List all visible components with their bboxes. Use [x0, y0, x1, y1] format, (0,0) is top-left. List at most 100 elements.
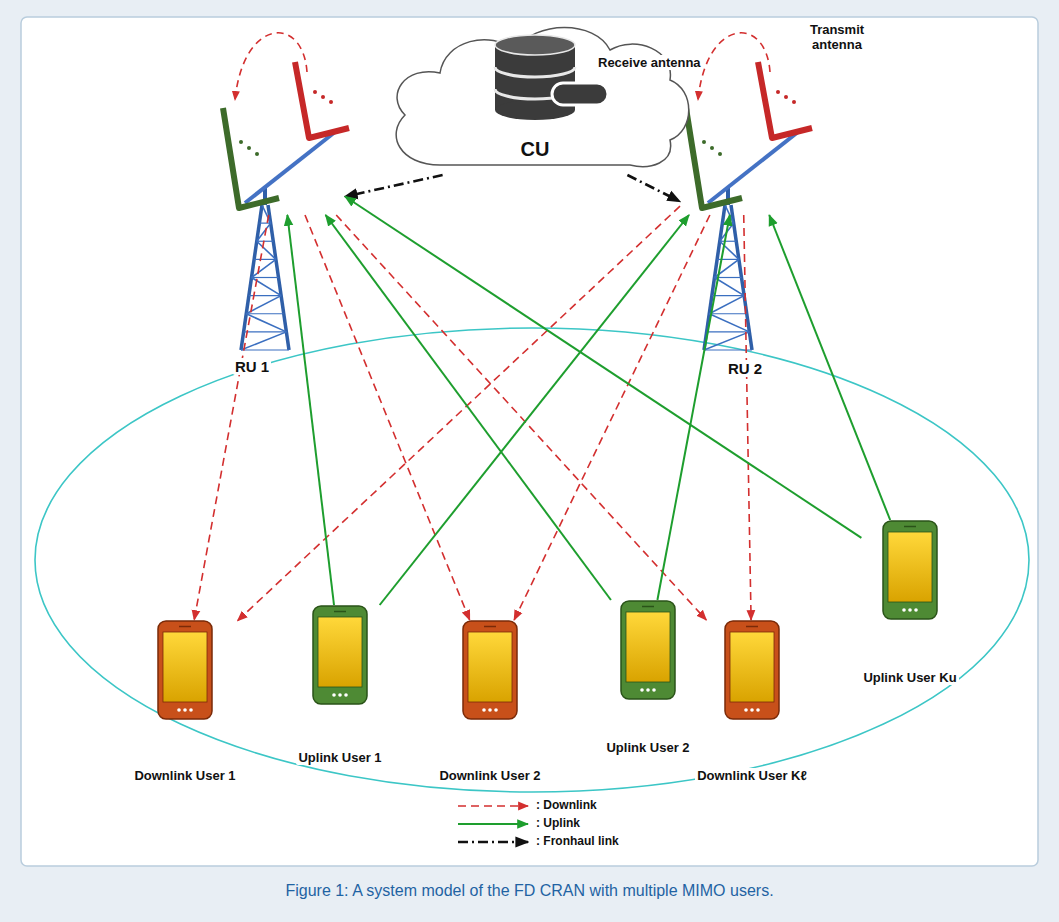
tower-brace	[254, 259, 276, 260]
tower-brace	[712, 295, 744, 296]
tower-brace	[246, 313, 284, 314]
phone-body	[463, 621, 517, 719]
cloud-outline	[396, 28, 689, 167]
phone-icon	[462, 620, 518, 720]
phone-speaker	[484, 626, 496, 628]
legend-text: : Fronhaul link	[536, 834, 619, 848]
figure-caption: Figure 1: A system model of the FD CRAN …	[285, 882, 773, 900]
legend-text: : Downlink	[536, 798, 597, 812]
antenna-element	[718, 152, 722, 156]
user-label: Downlink User 2	[437, 768, 542, 783]
tower-brace	[257, 223, 271, 241]
user-device: Uplink User 2	[604, 600, 691, 755]
phone-screen	[318, 617, 362, 687]
antenna-element	[784, 95, 788, 99]
database-plug	[552, 83, 608, 105]
legend-entry: : Fronhaul link	[536, 834, 619, 848]
receive-antenna-panel	[223, 108, 279, 208]
tower-brace	[252, 259, 276, 277]
phone-button	[902, 608, 906, 612]
legend-sample	[458, 823, 528, 825]
phone-speaker	[746, 626, 758, 628]
uplink-arrow	[657, 215, 729, 600]
phone-speaker	[179, 626, 191, 628]
legend-entry: : Downlink	[536, 798, 597, 812]
legend-sample	[458, 805, 528, 807]
antenna-label: Transmit antenna	[800, 22, 874, 52]
phone-button	[494, 708, 498, 712]
database-icon	[495, 35, 575, 55]
antenna-element	[329, 100, 333, 104]
tower-brace	[709, 314, 749, 332]
phone-icon	[724, 620, 780, 720]
user-label: Uplink User 1	[296, 750, 383, 765]
phone-button	[646, 688, 650, 692]
uplink-arrow	[345, 196, 861, 537]
phone-button	[914, 608, 918, 612]
uplink-arrow	[380, 215, 689, 605]
tower-brace	[259, 223, 270, 224]
user-label: Downlink User Kℓ	[695, 768, 809, 783]
tower-brace	[262, 205, 271, 223]
phone-speaker	[904, 526, 916, 528]
uplink-arrow	[769, 215, 890, 520]
antenna-element	[792, 100, 796, 104]
phone-screen	[163, 632, 207, 702]
phone-speaker	[334, 611, 346, 613]
tower-brace	[246, 314, 286, 332]
transmit-antenna-panel	[295, 62, 349, 138]
database-band	[495, 67, 575, 77]
tower-brace	[244, 331, 287, 332]
self-interference-arrow	[235, 33, 307, 100]
legend-entry: : Uplink	[536, 816, 580, 830]
tower-brace	[257, 241, 274, 242]
downlink-arrow	[238, 206, 680, 621]
phone-button	[756, 708, 760, 712]
phone-body	[725, 621, 779, 719]
tower-brace	[704, 349, 752, 350]
receive-antenna-panel	[686, 108, 742, 208]
phone-body	[883, 521, 937, 619]
user-device: Downlink User 2	[437, 620, 542, 783]
phone-icon	[620, 600, 676, 700]
phone-body	[158, 621, 212, 719]
phone-button	[640, 688, 644, 692]
radio-unit: RU 2	[680, 80, 805, 215]
phone-button	[344, 693, 348, 697]
transmit-antenna-panel	[758, 62, 812, 138]
radio-unit: RU 1	[215, 92, 345, 215]
antenna-element	[776, 90, 780, 94]
user-label: Downlink User 1	[132, 768, 237, 783]
antenna-element	[239, 140, 243, 144]
tower-brace	[720, 241, 737, 242]
label-holder: Receive antenna	[596, 55, 703, 70]
legend-sample	[458, 841, 528, 844]
self-interference-arrow	[698, 33, 770, 100]
phone-body	[313, 606, 367, 704]
phone-button	[750, 708, 754, 712]
tower-brace	[707, 331, 750, 332]
legend-text: : Uplink	[536, 816, 580, 830]
uplink-arrow	[287, 215, 334, 605]
antenna-element	[247, 146, 251, 150]
phone-body	[621, 601, 675, 699]
antenna-element	[702, 140, 706, 144]
phone-button	[338, 693, 342, 697]
label-holder: Transmit antenna	[800, 22, 874, 52]
figure-panel	[21, 17, 1038, 866]
tower-brace	[252, 277, 279, 278]
central-unit-cloud: CU	[370, 15, 700, 175]
phone-icon	[312, 605, 368, 705]
fronthaul-link	[627, 175, 680, 202]
tower-brace	[257, 241, 276, 259]
phone-button	[189, 708, 193, 712]
antenna-bar	[245, 132, 335, 203]
downlink-arrow	[744, 215, 751, 620]
tower-brace	[241, 332, 286, 350]
antenna-element	[313, 90, 317, 94]
phone-screen	[888, 532, 932, 602]
phone-screen	[730, 632, 774, 702]
uplink-arrow	[326, 215, 611, 600]
